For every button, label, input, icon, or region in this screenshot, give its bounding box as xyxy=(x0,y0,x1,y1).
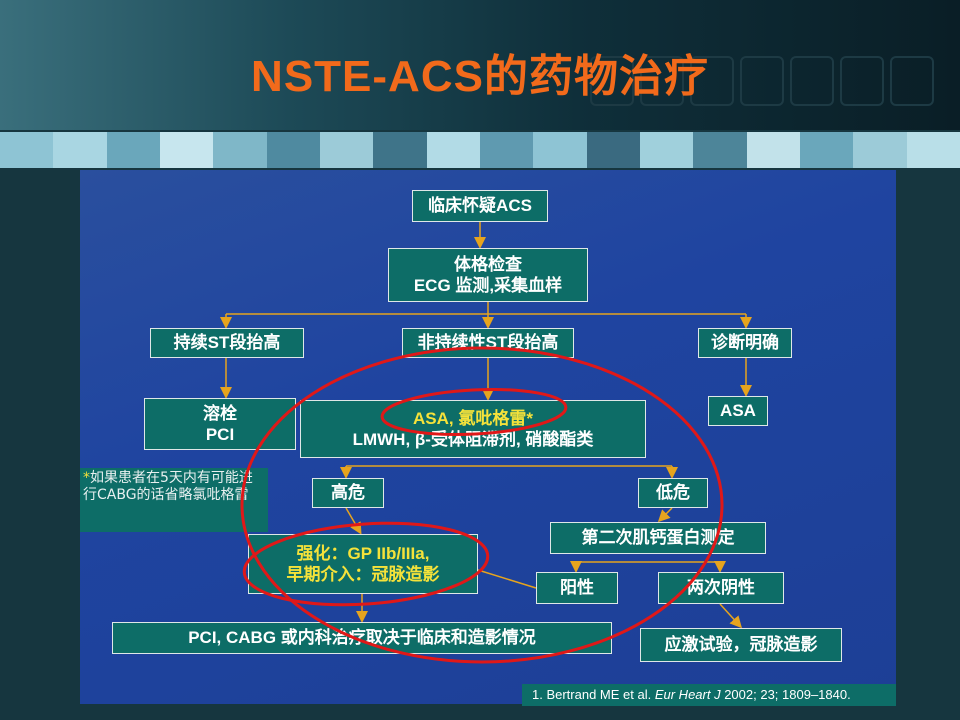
lysis-line2: PCI xyxy=(205,425,235,444)
intensive-highlight-ellipse xyxy=(242,521,490,607)
header-banner xyxy=(0,0,960,130)
exam-line1: 体格检查 xyxy=(454,254,522,274)
decorative-strip xyxy=(0,132,960,168)
intensive-line2: 早期介入：冠脉造影 xyxy=(286,565,440,584)
note-text: 如果患者在5天内有可能进行CABG的话省略氯吡格雷 xyxy=(83,470,253,503)
box-low-risk: 低危 xyxy=(638,478,708,508)
exam-line2: ECG 监测,采集血样 xyxy=(413,276,563,295)
box-positive: 阳性 xyxy=(536,572,618,604)
box-diagnosis-clear: 诊断明确 xyxy=(698,328,792,358)
asa-highlight-ellipse xyxy=(380,388,568,436)
slide-title: NSTE-ACS的药物治疗 xyxy=(251,52,709,101)
box-final-treatment: PCI, CABG 或内科治疗取决于临床和造影情况 xyxy=(112,622,612,654)
box-intensive: 强化：GP IIb/IIIa, 早期介入：冠脉造影 xyxy=(248,534,478,594)
box-exam: 体格检查 ECG 监测,采集血样 xyxy=(388,248,588,302)
lysis-line1: 溶栓 xyxy=(203,403,237,423)
note-star: * xyxy=(83,470,90,486)
box-troponin: 第二次肌钙蛋白测定 xyxy=(550,522,766,554)
intensive-line1: 强化：GP IIb/IIIa, xyxy=(296,543,430,563)
box-negative-twice: 两次阴性 xyxy=(658,572,784,604)
box-st-persistent: 持续ST段抬高 xyxy=(150,328,304,358)
box-thrombolysis: 溶栓 PCI xyxy=(144,398,296,450)
reference: 1. Bertrand ME et al. Eur Heart J 2002; … xyxy=(522,684,896,706)
box-stress-test: 应激试验，冠脉造影 xyxy=(640,628,842,662)
box-drug-therapy: ASA, 氯吡格雷* LMWH, β-受体阻滞剂, 硝酸酯类 xyxy=(300,400,646,458)
box-high-risk: 高危 xyxy=(312,478,384,508)
box-asa: ASA xyxy=(708,396,768,426)
ref-details: 2002; 23; 1809–1840. xyxy=(720,687,851,702)
box-suspect-acs: 临床怀疑ACS xyxy=(412,190,548,222)
big-highlight-ellipse xyxy=(240,346,724,664)
ref-authors: 1. Bertrand ME et al. xyxy=(532,687,655,702)
asa-clopidogrel: ASA, 氯吡格雷* xyxy=(413,408,533,428)
lmwh-line: LMWH, β-受体阻滞剂, 硝酸酯类 xyxy=(352,430,594,449)
footnote-box: *如果患者在5天内有可能进行CABG的话省略氯吡格雷 xyxy=(80,468,268,532)
ref-journal: Eur Heart J xyxy=(654,687,721,702)
